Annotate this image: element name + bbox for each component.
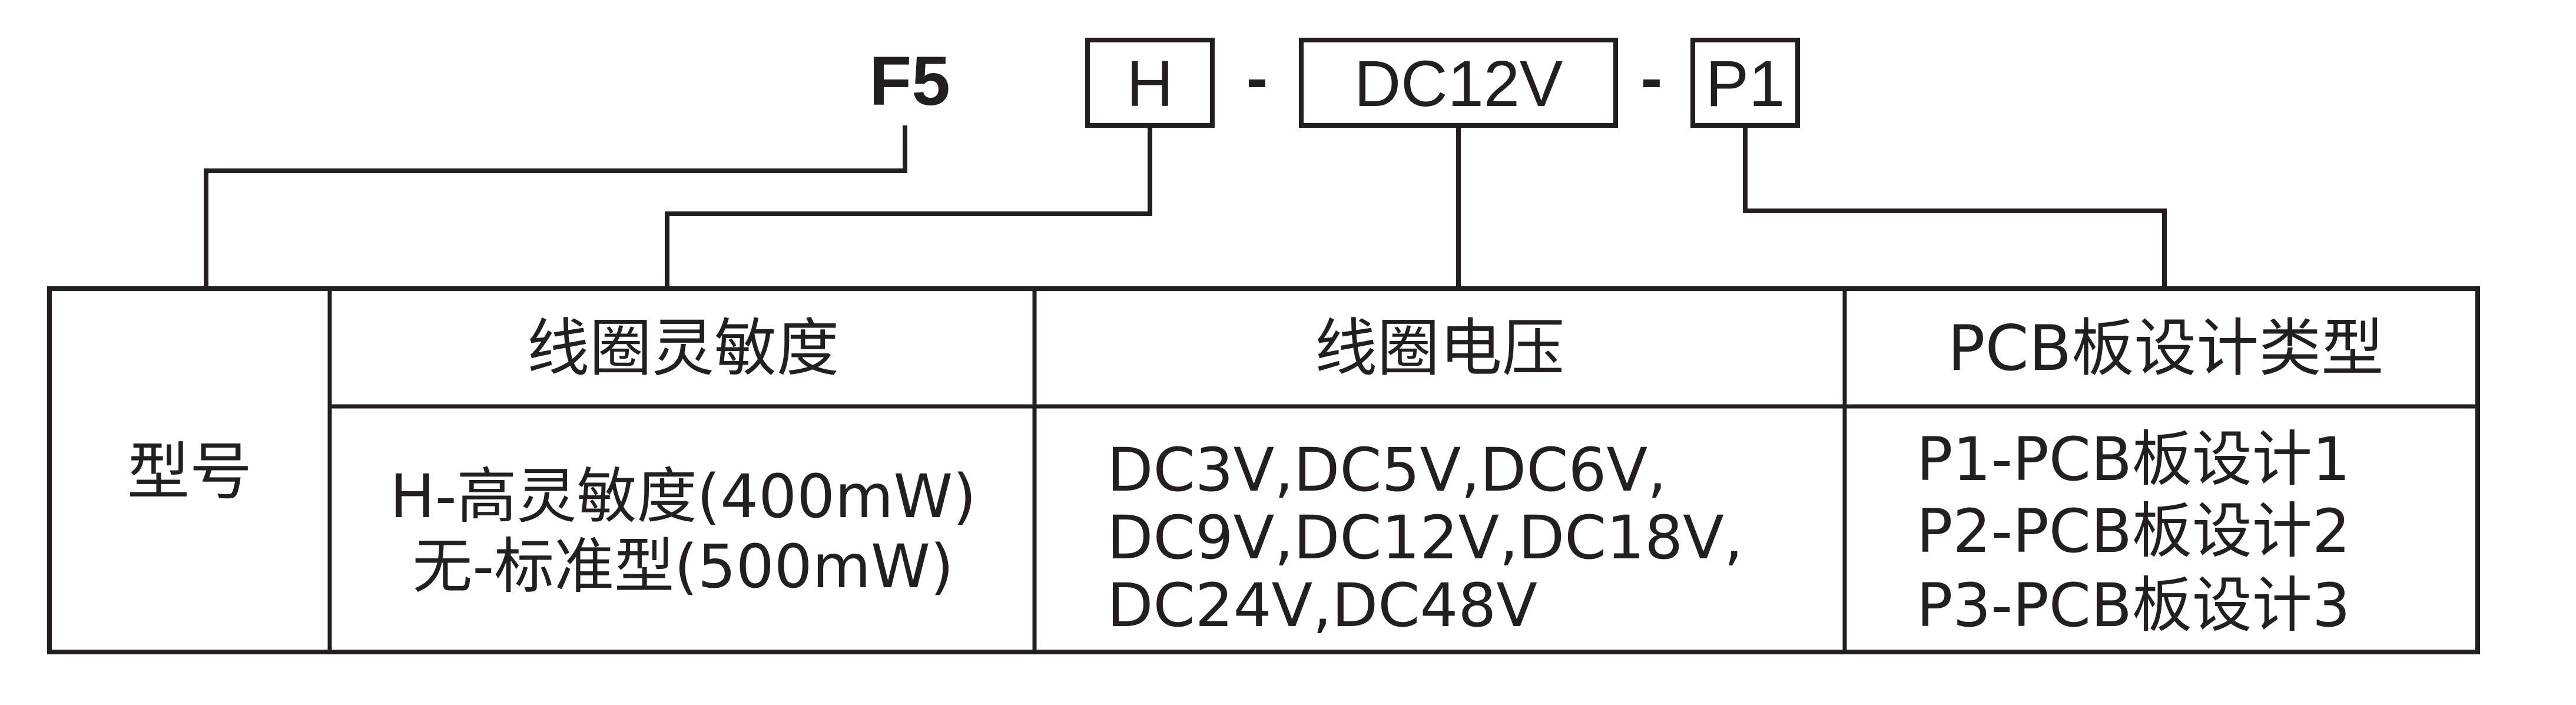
code-voltage: DC12V [1354,48,1563,120]
leader-prefix [204,125,907,289]
row-header-model: 型号 [127,436,252,508]
leader-lines [204,125,2167,289]
pcb-option-2: P2-PCB板设计2 [1917,497,2350,567]
sensitivity-option-standard: 无-标准型(500mW) [412,532,953,602]
leader-pcb [1743,125,2167,289]
table-border [47,286,2480,654]
leader-sensitivity [665,125,1152,289]
sensitivity-option-high: H-高灵敏度(400mW) [390,462,976,532]
voltage-options-line-1: DC3V,DC5V,DC6V, [1107,435,1667,505]
column-header-voltage: 线圈电压 [1315,312,1564,385]
voltage-options-line-2: DC9V,DC12V,DC18V, [1107,503,1743,573]
pcb-option-3: P3-PCB板设计3 [1917,571,2350,641]
code-prefix: F5 [869,42,950,120]
code-separator-1: - [1246,42,1268,114]
voltage-options-line-3: DC24V,DC48V [1107,571,1537,641]
pcb-option-1: P1-PCB板设计1 [1917,425,2350,495]
column-header-pcb: PCB板设计类型 [1948,312,2384,385]
code-sensitivity: H [1126,48,1173,120]
code-pcb: P1 [1706,48,1785,120]
column-header-sensitivity: 线圈灵敏度 [527,312,839,385]
code-separator-2: - [1641,42,1663,114]
spec-table [47,286,2480,654]
